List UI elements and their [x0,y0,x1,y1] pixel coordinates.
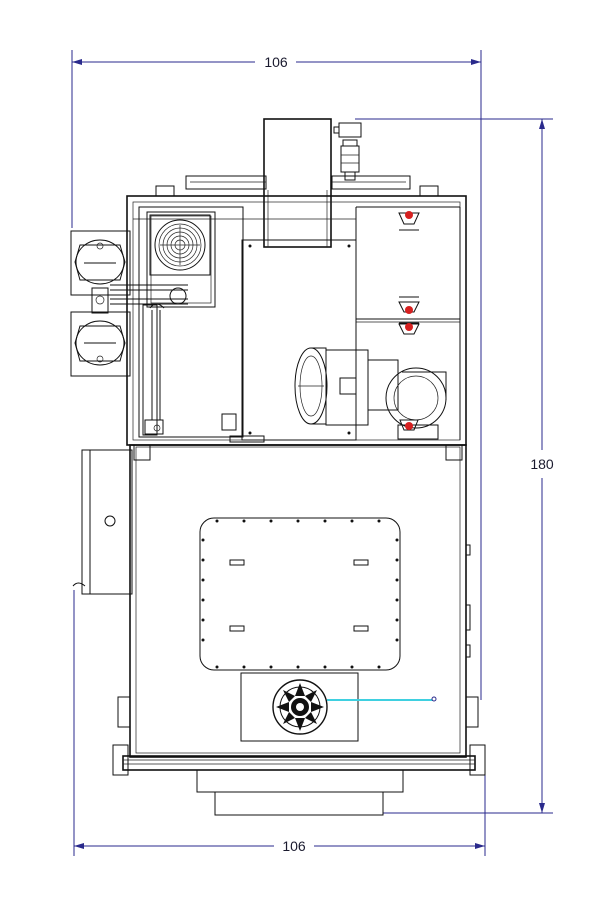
indicator-low [398,322,420,335]
indicator-top [398,211,420,231]
side-control-box [72,449,133,595]
bottom-fan [272,679,328,735]
bottom-fan-box [240,672,437,742]
height-dimension: 180 [355,118,554,814]
upper-cabinet [126,195,467,446]
blower-motor [294,347,399,426]
right-hinges [465,544,471,658]
access-panel [199,517,401,671]
height-label: 180 [530,456,554,472]
gas-piping [110,284,188,435]
burner-indicators [398,211,420,431]
combustion-fan-housing [385,367,447,440]
gas-valve-upper [70,230,131,296]
center-back-plate [221,239,357,443]
electrical-panel [138,206,244,438]
lower-cabinet [129,444,467,758]
panel-slots [229,559,369,632]
top-width-dimension: 106 [71,50,482,700]
top-width-label: 106 [264,54,288,70]
exhaust-stack [155,118,439,248]
gas-valve-lower [70,311,131,377]
cooling-fan [149,214,211,276]
base-skid [112,696,486,816]
valve-connector [91,287,109,314]
top-valve [333,122,362,181]
bottom-width-label: 106 [282,838,306,854]
indicator-mid [398,296,420,314]
bottom-width-dimension: 106 [73,590,486,856]
indicator-bottom [399,419,419,431]
panel-bolts [201,519,399,669]
